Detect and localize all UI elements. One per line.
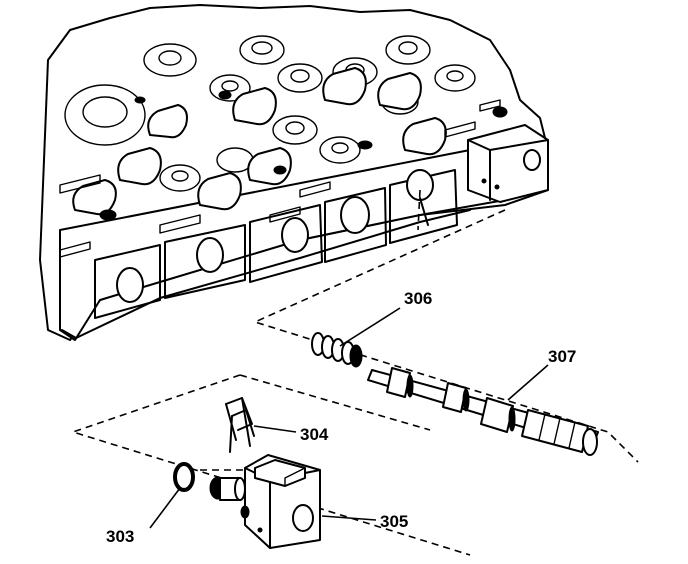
solenoid-icon xyxy=(209,454,321,549)
callout-303: 303 xyxy=(106,527,134,546)
valve-body-casting xyxy=(39,4,549,341)
callout-305: 305 xyxy=(380,512,408,531)
callout-306: 306 xyxy=(404,289,432,308)
leader-303 xyxy=(149,487,181,529)
leader-304 xyxy=(253,425,297,433)
leader-306 xyxy=(339,307,401,347)
callout-304: 304 xyxy=(300,425,329,444)
callout-307: 307 xyxy=(548,347,576,366)
retainer-clip-icon xyxy=(225,397,255,453)
leader-305 xyxy=(321,515,377,521)
valve-spool-icon xyxy=(367,367,599,456)
spring-icon xyxy=(311,332,363,368)
explode-guide-lower xyxy=(70,374,471,556)
explode-guide-upper xyxy=(252,189,639,463)
leader-307 xyxy=(507,364,549,401)
o-ring-seal-icon xyxy=(173,462,195,492)
